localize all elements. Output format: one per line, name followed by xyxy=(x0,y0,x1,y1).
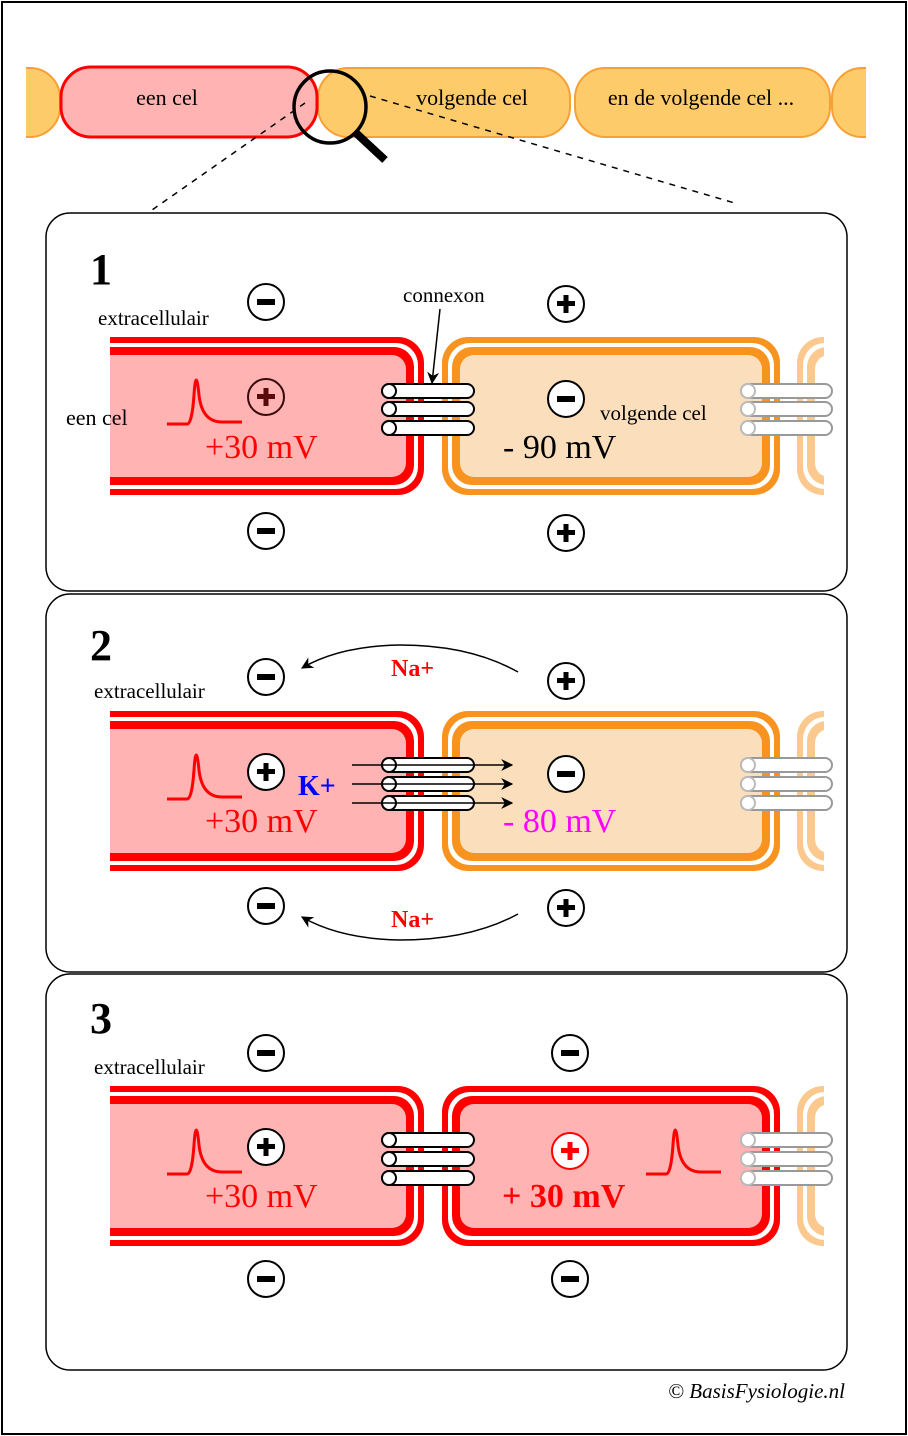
panel-1-extracellular-label: extracellulair xyxy=(98,306,209,330)
connexon-pointer-arrow xyxy=(427,308,441,385)
charge-minus-icon xyxy=(247,887,285,925)
connexon-channels xyxy=(381,383,475,436)
magnifier-icon xyxy=(292,69,388,163)
charge-minus-icon xyxy=(551,1260,589,1298)
strip-cell-next2 xyxy=(574,67,831,138)
panel-2: 2 extracellulair xyxy=(45,593,848,973)
action-potential-icon xyxy=(167,753,242,801)
connexon-channels-faded xyxy=(740,1132,833,1186)
zoom-line-right xyxy=(369,95,739,205)
action-potential-icon xyxy=(167,378,242,426)
strip-cell-right-partial xyxy=(831,67,866,138)
charge-minus-icon xyxy=(247,283,285,321)
cell-b-voltage: + 30 mV xyxy=(502,1178,626,1215)
connexon-channels-faded xyxy=(740,757,833,811)
cell-a-voltage: +30 mV xyxy=(205,803,318,840)
cell-a-voltage: +30 mV xyxy=(205,1178,318,1215)
cell-b-voltage: - 90 mV xyxy=(503,429,617,466)
panel-1: 1 extracellulair connexon xyxy=(45,212,848,592)
charge-plus-icon xyxy=(547,889,585,927)
panel-2-extracellular-label: extracellulair xyxy=(94,679,205,703)
action-potential-icon xyxy=(646,1128,721,1176)
charge-minus-icon xyxy=(247,1260,285,1298)
cell-a-cytoplasm xyxy=(110,355,406,477)
charge-minus-icon xyxy=(247,1034,285,1072)
charge-minus-icon xyxy=(547,755,585,793)
charge-minus-icon xyxy=(247,658,285,696)
charge-plus-icon xyxy=(247,753,285,791)
charge-plus-icon xyxy=(547,285,585,323)
cell-a-cytoplasm xyxy=(110,1104,406,1228)
panel-3-number: 3 xyxy=(90,994,112,1043)
connexon-channels-faded xyxy=(740,383,833,436)
cell-a-cytoplasm xyxy=(110,729,406,853)
charge-plus-icon xyxy=(547,514,585,552)
charge-plus-icon xyxy=(547,662,585,700)
strip-label-en-de-volgende-cel: en de volgende cel ... xyxy=(608,85,794,110)
cell-b-voltage: - 80 mV xyxy=(503,803,617,840)
cell-a-voltage: +30 mV xyxy=(205,429,318,466)
charge-plus-icon xyxy=(551,1132,589,1170)
connexon-channels xyxy=(381,1132,475,1186)
cell-b-cytoplasm xyxy=(460,1104,762,1228)
panel-2-number: 2 xyxy=(90,621,112,670)
cell-b-label: volgende cel xyxy=(600,401,707,425)
ion-na-bottom-label: Na+ xyxy=(391,907,434,933)
strip-cell-active xyxy=(59,65,319,139)
ion-na-top-label: Na+ xyxy=(391,656,434,682)
sodium-flow-arrow-bottom xyxy=(300,913,519,941)
panel-3: 3 extracellulair xyxy=(45,973,848,1371)
panel-3-extracellular-label: extracellulair xyxy=(94,1055,205,1079)
strip-label-een-cel: een cel xyxy=(136,85,198,110)
sodium-flow-arrow-top xyxy=(300,644,519,673)
charge-plus-icon xyxy=(247,1128,285,1166)
cell-a-label: een cel xyxy=(66,405,128,430)
charge-plus-icon xyxy=(247,378,285,416)
panel-1-number: 1 xyxy=(90,245,112,294)
potassium-flow-arrows xyxy=(352,759,514,809)
ion-k-label: K+ xyxy=(298,771,336,802)
charge-minus-icon xyxy=(247,512,285,550)
action-potential-icon xyxy=(167,1128,242,1176)
connexon-label: connexon xyxy=(403,283,485,307)
cell-b-cytoplasm xyxy=(460,729,762,853)
charge-minus-icon xyxy=(547,380,585,418)
copyright-notice: © BasisFysiologie.nl xyxy=(668,1379,845,1403)
charge-minus-icon xyxy=(551,1034,589,1072)
cell-strip xyxy=(26,65,866,139)
strip-label-volgende-cel: volgende cel xyxy=(416,85,528,110)
cell-b-cytoplasm xyxy=(460,355,762,477)
